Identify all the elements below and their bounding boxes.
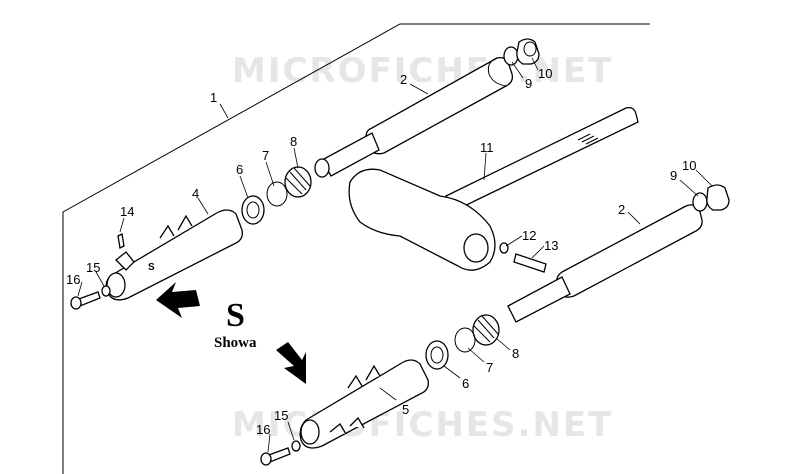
bolt-16-lower-head bbox=[260, 452, 272, 466]
label-6-lower: 6 bbox=[462, 376, 469, 391]
steering-stem-11 bbox=[445, 106, 639, 211]
caliper-mount-lugs-lower bbox=[347, 364, 381, 389]
watermark-top: MICROFICHES.NET bbox=[232, 51, 613, 91]
lower-stanchion bbox=[507, 276, 571, 323]
caliper-mount-lugs-upper bbox=[159, 214, 193, 239]
washer-6-lower bbox=[425, 340, 449, 370]
label-9-upper: 9 bbox=[525, 76, 532, 91]
label-13: 13 bbox=[544, 238, 558, 253]
label-12: 12 bbox=[522, 228, 536, 243]
washer-12 bbox=[499, 242, 509, 254]
lower-fork-group bbox=[260, 184, 730, 466]
part-labels: 1 2 2 4 5 6 6 7 7 8 8 9 9 10 10 11 12 13… bbox=[66, 66, 696, 437]
triple-clamp-group bbox=[348, 106, 639, 273]
stem-thread bbox=[577, 133, 599, 145]
leader-lines bbox=[77, 57, 713, 453]
washer-15-lower bbox=[291, 440, 301, 452]
lower-slider-5 bbox=[299, 359, 429, 449]
label-15-upper: 15 bbox=[86, 260, 100, 275]
label-2-upper: 2 bbox=[400, 72, 407, 87]
axle-clamp-upper bbox=[115, 251, 135, 271]
watermark-bottom: MICROFICHES.NET bbox=[232, 405, 613, 445]
label-10-upper: 10 bbox=[538, 66, 552, 81]
washer-6-upper bbox=[241, 195, 265, 225]
label-2-lower: 2 bbox=[618, 202, 625, 217]
cap-10-lower bbox=[706, 184, 730, 211]
label-7-lower: 7 bbox=[486, 360, 493, 375]
axle-clamp-lower bbox=[329, 416, 365, 435]
washer-15-upper bbox=[101, 285, 111, 297]
washer-6-lower-hole bbox=[430, 346, 444, 364]
upper-tube-lower bbox=[556, 204, 703, 298]
washer-6-upper-hole bbox=[246, 201, 260, 219]
label-8-lower: 8 bbox=[512, 346, 519, 361]
label-5: 5 bbox=[402, 402, 409, 417]
bolt-16-upper-head bbox=[70, 296, 82, 310]
label-7-upper: 7 bbox=[262, 148, 269, 163]
assembly-bracket-line bbox=[62, 23, 650, 474]
cap-10-upper-inner bbox=[523, 41, 537, 57]
dust-seal-8-upper-ribs bbox=[285, 167, 311, 195]
label-9-lower: 9 bbox=[670, 168, 677, 183]
label-6-upper: 6 bbox=[236, 162, 243, 177]
label-14: 14 bbox=[120, 204, 134, 219]
label-4: 4 bbox=[192, 186, 199, 201]
lower-slider-5-end bbox=[300, 419, 320, 445]
circlip-7-lower bbox=[454, 327, 476, 353]
oring-9-lower bbox=[692, 192, 708, 212]
label-1: 1 bbox=[210, 90, 217, 105]
seal-upper-small bbox=[314, 158, 330, 178]
arrow-icon-upper bbox=[156, 282, 200, 318]
brand-name: Showa bbox=[214, 335, 257, 351]
label-15-lower: 15 bbox=[274, 408, 288, 423]
dust-seal-8-lower bbox=[472, 314, 500, 346]
label-11: 11 bbox=[480, 140, 494, 155]
label-16-upper: 16 bbox=[66, 272, 80, 287]
lower-triple-clamp bbox=[348, 168, 496, 271]
label-8-upper: 8 bbox=[290, 134, 297, 149]
clamp-bore bbox=[463, 233, 489, 263]
dust-seal-8-lower-ribs bbox=[473, 315, 499, 343]
arrow-icon-lower bbox=[276, 342, 306, 384]
label-10-lower: 10 bbox=[682, 158, 696, 173]
bolt-14 bbox=[117, 233, 125, 249]
upper-tube-end-line bbox=[487, 57, 507, 87]
label-16-lower: 16 bbox=[256, 422, 270, 437]
brand-letter: S bbox=[226, 297, 245, 334]
cap-10-upper bbox=[516, 38, 540, 65]
small-s-mark: S bbox=[148, 262, 155, 273]
circlip-7-upper bbox=[266, 181, 288, 207]
bolt-13 bbox=[513, 253, 547, 273]
lower-slider-4-end bbox=[106, 272, 126, 298]
oring-9-upper bbox=[503, 46, 519, 66]
upper-fork-group: S bbox=[70, 38, 540, 318]
